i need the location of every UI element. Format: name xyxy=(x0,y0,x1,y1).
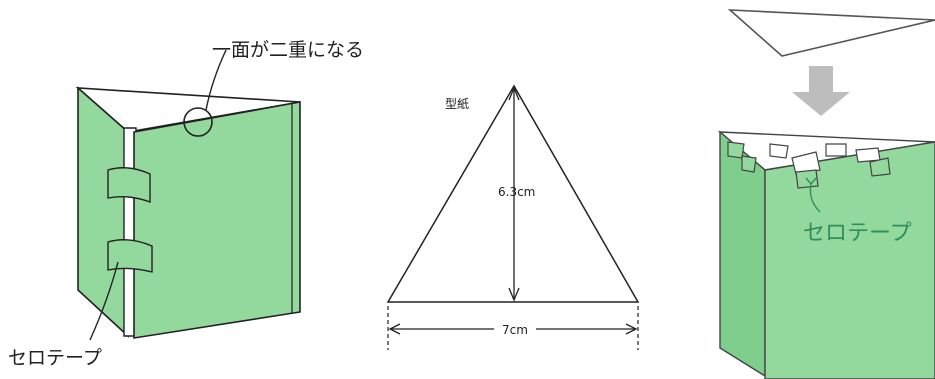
base-label: 7cm xyxy=(502,323,528,337)
down-arrow-icon xyxy=(792,66,850,116)
left-tape-lower xyxy=(107,239,153,273)
left-prism-figure: 一面が二重になる セロテープ xyxy=(8,39,364,369)
tape-label-left: セロテープ xyxy=(8,347,102,369)
right-tape-4 xyxy=(791,151,821,175)
left-prism-right-panel xyxy=(133,101,301,339)
right-tape-2 xyxy=(741,155,757,173)
pattern-figure: 型紙 6.3cm 7cm xyxy=(386,84,640,350)
pattern-title: 型紙 xyxy=(445,96,469,111)
left-prism-left-panel xyxy=(77,86,129,338)
pattern-triangle xyxy=(386,84,640,303)
right-tape-7 xyxy=(869,157,891,177)
right-tape-6 xyxy=(855,147,881,163)
height-label: 6.3cm xyxy=(498,185,535,199)
tape-leader-right xyxy=(809,183,821,213)
tape-label-right: セロテープ xyxy=(803,221,912,246)
double-face-marker-circle xyxy=(183,107,213,137)
lid-triangle xyxy=(727,9,935,57)
left-tape-upper xyxy=(107,167,151,203)
right-prism-front-face xyxy=(764,141,935,379)
double-face-leader xyxy=(205,49,227,111)
height-arrow-head-top xyxy=(508,86,520,101)
tape-leader-left xyxy=(89,261,119,341)
height-arrow-head-bottom xyxy=(508,287,520,302)
base-arrow-head-left xyxy=(388,323,401,335)
right-prism-figure: セロテープ xyxy=(717,9,935,379)
double-face-label: 一面が二重になる xyxy=(212,39,364,61)
right-tape-5 xyxy=(825,143,847,157)
right-tape-3 xyxy=(769,143,789,159)
base-arrow-head-right xyxy=(625,323,638,335)
